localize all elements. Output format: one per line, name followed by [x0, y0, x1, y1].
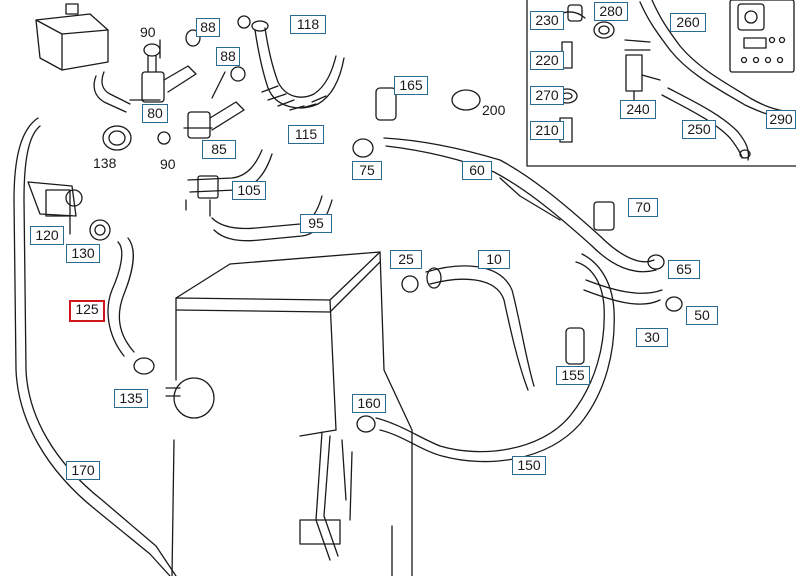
hose-125	[107, 241, 125, 357]
arrow-88	[211, 71, 226, 99]
label-part-118[interactable]: 118	[290, 15, 326, 34]
label-part-220[interactable]: 220	[530, 51, 564, 70]
label-part-290[interactable]: 290	[766, 110, 796, 129]
clamp-65	[647, 254, 665, 270]
label-part-200: 200	[482, 102, 506, 118]
label-part-210[interactable]: 210	[530, 121, 564, 140]
corrugated-hose-115	[237, 15, 345, 111]
thermostat-housing-80	[129, 29, 201, 103]
label-part-90-low: 90	[160, 156, 176, 172]
label-part-95[interactable]: 95	[300, 214, 332, 233]
hose-125-edge	[118, 237, 135, 353]
clamp-160	[356, 415, 376, 433]
label-part-80[interactable]: 80	[142, 104, 168, 123]
label-part-270[interactable]: 270	[530, 86, 564, 105]
label-part-115[interactable]: 115	[288, 125, 324, 144]
label-part-250[interactable]: 250	[682, 120, 716, 139]
label-part-160[interactable]: 160	[352, 394, 386, 413]
engine-block	[165, 251, 413, 576]
label-part-138: 138	[93, 155, 117, 171]
label-part-88-top[interactable]: 88	[196, 18, 220, 37]
label-part-170[interactable]: 170	[66, 461, 100, 480]
label-part-135[interactable]: 135	[114, 389, 148, 408]
label-part-65[interactable]: 65	[668, 260, 700, 279]
clamp-135	[133, 357, 155, 375]
label-part-85[interactable]: 85	[202, 140, 236, 159]
hose-150	[375, 253, 615, 463]
label-part-105[interactable]: 105	[232, 181, 266, 200]
thermostat-housing-85	[102, 66, 246, 151]
label-part-90-top: 90	[140, 24, 156, 40]
label-part-120[interactable]: 120	[30, 226, 64, 245]
label-part-125-selected[interactable]: 125	[69, 300, 105, 322]
label-part-165[interactable]: 165	[394, 76, 428, 95]
label-part-70[interactable]: 70	[628, 198, 658, 217]
label-part-150[interactable]: 150	[512, 456, 546, 475]
label-part-10[interactable]: 10	[478, 250, 510, 269]
label-part-280[interactable]: 280	[594, 2, 628, 21]
hose-60	[383, 137, 657, 273]
clamp-200	[451, 89, 481, 111]
pump-120	[27, 181, 111, 241]
label-part-230[interactable]: 230	[530, 11, 564, 30]
label-part-50[interactable]: 50	[686, 306, 718, 325]
label-part-260[interactable]: 260	[670, 13, 706, 32]
wiring-harness	[299, 431, 393, 576]
label-part-130[interactable]: 130	[66, 244, 100, 263]
label-part-240[interactable]: 240	[620, 100, 656, 119]
label-part-30[interactable]: 30	[636, 328, 668, 347]
inset-panel	[526, 0, 796, 167]
label-part-60[interactable]: 60	[462, 161, 492, 180]
hose-10	[425, 265, 535, 391]
label-part-88-mid[interactable]: 88	[216, 47, 240, 66]
bracket-70	[593, 201, 615, 231]
clamp-25	[401, 275, 419, 293]
pipe-170	[13, 117, 171, 576]
hose-30	[583, 289, 661, 305]
label-part-155[interactable]: 155	[556, 366, 590, 385]
clamp-75	[352, 138, 374, 158]
label-part-75[interactable]: 75	[352, 161, 382, 180]
expansion-tank	[35, 3, 131, 113]
label-part-25[interactable]: 25	[390, 250, 422, 269]
clamp-50	[665, 296, 683, 312]
part-165	[375, 87, 397, 121]
